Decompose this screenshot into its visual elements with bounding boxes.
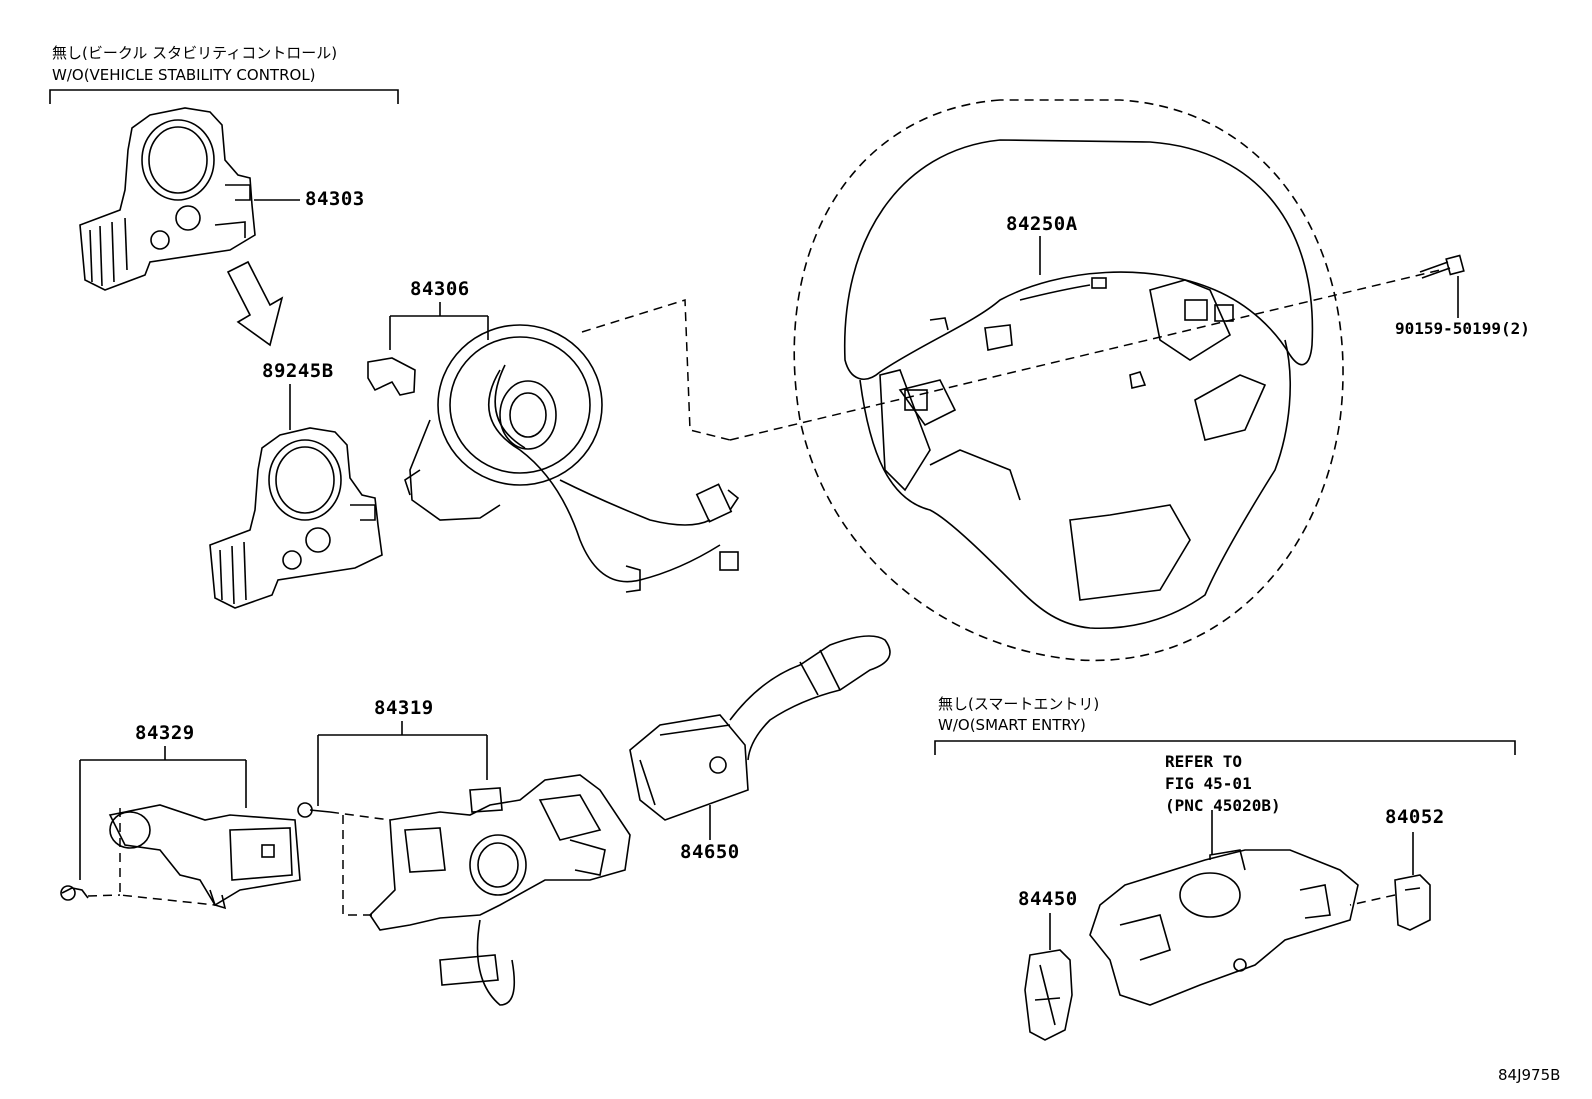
vsc-note-en: W/O(VEHICLE STABILITY CONTROL) bbox=[52, 66, 316, 84]
refer-to-line-2: FIG 45-01 bbox=[1165, 774, 1252, 793]
label-90159-50199[interactable]: 90159-50199(2) bbox=[1395, 319, 1530, 338]
label-89245B[interactable]: 89245B bbox=[262, 360, 334, 382]
label-84250A[interactable]: 84250A bbox=[1006, 213, 1078, 235]
label-84303[interactable]: 84303 bbox=[305, 188, 365, 210]
part-84303-drawing bbox=[79, 107, 256, 291]
part-84650-drawing bbox=[629, 635, 891, 821]
part-84250A-drawing bbox=[793, 99, 1344, 662]
smart-entry-bracket bbox=[934, 740, 1516, 755]
diagram-code: 84J975B bbox=[1498, 1066, 1561, 1084]
part-89245B-drawing bbox=[209, 427, 383, 609]
replacement-arrow bbox=[226, 260, 284, 347]
smart-entry-note-en: W/O(SMART ENTRY) bbox=[938, 716, 1086, 734]
vsc-note-jp: 無し(ビークル スタビリティコントロール) bbox=[52, 44, 338, 62]
refer-to-line-1: REFER TO bbox=[1165, 752, 1243, 771]
label-84329[interactable]: 84329 bbox=[135, 722, 195, 744]
label-84450[interactable]: 84450 bbox=[1018, 888, 1078, 910]
label-84052[interactable]: 84052 bbox=[1385, 806, 1445, 828]
part-84052-drawing bbox=[1394, 874, 1431, 931]
refer-to-line-3[interactable]: (PNC 45020B) bbox=[1165, 796, 1281, 815]
part-84306-drawing bbox=[367, 324, 740, 593]
steering-lock-drawing bbox=[1089, 849, 1359, 1006]
vsc-bracket bbox=[49, 89, 399, 104]
label-84306[interactable]: 84306 bbox=[410, 278, 470, 300]
part-84329-drawing bbox=[60, 804, 301, 910]
part-84450-drawing bbox=[1024, 949, 1073, 1041]
label-84650[interactable]: 84650 bbox=[680, 841, 740, 863]
part-84319-drawing bbox=[297, 774, 631, 1006]
smart-entry-note-jp: 無し(スマートエントリ) bbox=[938, 695, 1100, 713]
label-84319[interactable]: 84319 bbox=[374, 697, 434, 719]
part-90159-bolt bbox=[1419, 254, 1465, 279]
